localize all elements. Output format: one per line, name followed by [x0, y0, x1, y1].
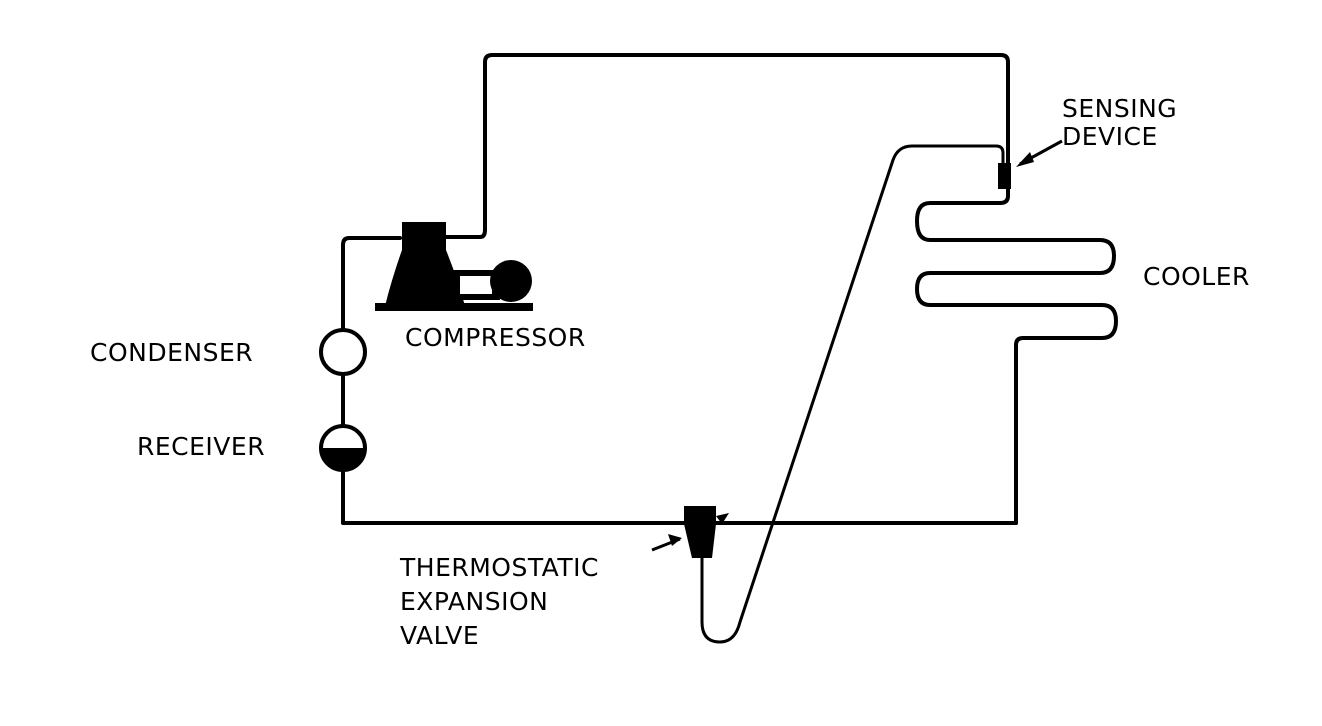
compressor-label: COMPRESSOR	[405, 323, 586, 352]
compressor-icon	[375, 222, 533, 311]
sensing-device-icon	[998, 163, 1011, 189]
sensing-arrowhead-icon	[1016, 152, 1034, 167]
discharge-line	[444, 53, 1010, 239]
expansion-valve-label: THERMOSTATIC EXPANSION VALVE	[400, 551, 599, 653]
expansion-valve-icon	[684, 506, 729, 558]
sensing-device-label: SENSING DEVICE	[1062, 92, 1177, 154]
receiver-label: RECEIVER	[137, 432, 266, 461]
valve-label-line: VALVE	[400, 621, 480, 650]
cooler-coil	[915, 186, 1118, 525]
sensing-label-line: SENSING	[1062, 94, 1178, 123]
condenser-icon	[319, 328, 367, 376]
liquid-line	[341, 468, 1018, 525]
sensing-label-line: DEVICE	[1062, 122, 1158, 151]
cooler-label: COOLER	[1143, 262, 1250, 291]
valve-label-line: THERMOSTATIC	[400, 553, 599, 582]
valve-label-line: EXPANSION	[400, 587, 549, 616]
condenser-line	[341, 236, 402, 428]
receiver-icon	[319, 424, 367, 472]
condenser-label: CONDENSER	[90, 338, 254, 367]
capillary-tube	[700, 144, 1005, 644]
valve-arrowhead-icon	[668, 534, 682, 546]
